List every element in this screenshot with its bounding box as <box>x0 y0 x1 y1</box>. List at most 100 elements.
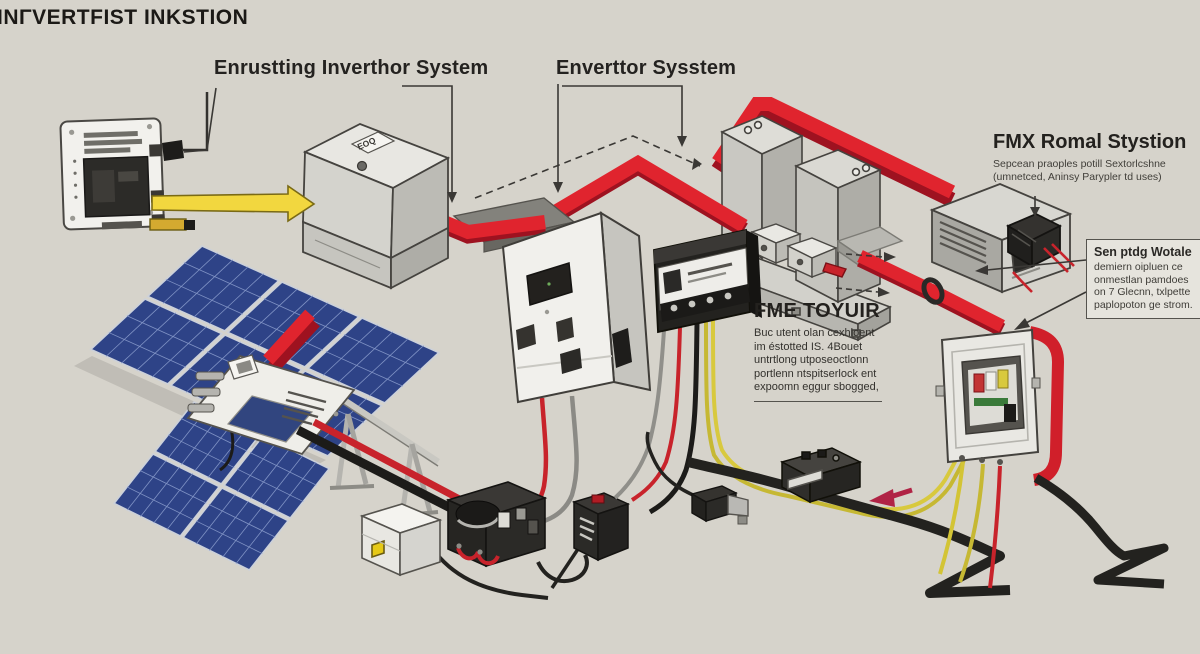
breaker-white <box>985 371 997 391</box>
sen-heading: Sen ptdg Wotale <box>1094 245 1192 259</box>
fme-line-4: portlenn ntspitserlock ent <box>754 367 877 380</box>
panel-grid-line <box>236 442 277 493</box>
ac-converter-unit <box>929 183 1075 294</box>
yellow-wire-1 <box>704 321 968 519</box>
terminal-blocks <box>750 223 904 279</box>
solar-panel <box>89 298 224 385</box>
plug-connector <box>645 431 749 525</box>
panel-grid-line <box>108 332 186 368</box>
grommet-ring <box>921 277 945 305</box>
jumper-wire-red <box>456 547 480 561</box>
charge-controller <box>653 228 762 334</box>
annotation-lines <box>183 84 1087 330</box>
main-ac-cable <box>686 457 1011 598</box>
panel-black-conduit <box>1033 474 1169 589</box>
panel-grid-line <box>121 312 176 364</box>
fmx-subline-2: (umnetced, Aninsy Parypler td uses) <box>993 171 1162 183</box>
system-label-center: Enverttor Sysstem <box>556 57 737 79</box>
panel-grid-line <box>193 266 249 318</box>
fme-note-block: FME TOYUIR Buc utent olan cexhloent im é… <box>754 300 904 402</box>
panel-grid-line <box>343 334 421 370</box>
dashed-arrow-2 <box>835 287 879 293</box>
panel-grid-line <box>209 273 264 325</box>
sen-line-2: onmestlan pamdoes <box>1094 273 1189 286</box>
fmx-subline-1: Sepcean praoples potill Sextorlcshne <box>993 158 1166 170</box>
panel-grid-line <box>353 338 409 390</box>
solar-panel <box>146 245 281 332</box>
dc-cable-red <box>312 418 484 515</box>
breaker-yellow <box>997 369 1009 389</box>
panel-grid-line <box>183 262 261 298</box>
panel-grid-line <box>276 461 317 512</box>
optimizer-red-cable <box>263 309 315 365</box>
red-bus-mid <box>541 154 748 237</box>
panel-grid-line <box>166 479 207 530</box>
panel-grid-line <box>289 309 344 361</box>
panel-grid-line <box>152 326 207 378</box>
switch-box <box>550 492 631 589</box>
panel-grid-line <box>236 468 304 502</box>
panel-grid-line <box>153 473 194 524</box>
battery-drum-unit <box>445 481 548 568</box>
breaker-panel <box>935 326 1169 589</box>
fme-heading: FME TOYUIR <box>754 300 880 322</box>
panel-grid-line <box>167 434 235 468</box>
combiner-junction-box: EOQ <box>302 123 451 290</box>
pointer-center-system-b <box>562 85 683 136</box>
fme-underline <box>754 400 882 402</box>
panel-grid-line <box>249 452 317 486</box>
fme-line-5: expoomn eggur sbogged, <box>754 381 879 393</box>
hook-cable <box>536 554 589 583</box>
panel-switch <box>1004 404 1016 422</box>
pointer-left-system-b <box>402 85 453 192</box>
panel-grid-line <box>250 448 290 499</box>
system-label-left: Enrustting Inverthor System <box>214 57 489 79</box>
fmx-label-block: FMX Romal Stystion Sepcean praoples poti… <box>993 131 1193 184</box>
panel-red-conduit <box>1028 326 1065 486</box>
dashed-arrow-1 <box>845 253 885 258</box>
monitor-signal-wire <box>182 92 209 152</box>
panel-grid-line <box>325 351 403 387</box>
panel-grid-line <box>140 466 180 517</box>
panel-grid-line <box>185 341 241 393</box>
yellow-arrow <box>149 184 316 231</box>
panel-grid-line <box>369 345 424 397</box>
panel-grid-line <box>242 288 298 340</box>
pointer-sen-b <box>1023 291 1087 325</box>
panel-grid-line <box>222 507 263 558</box>
inverter-side-connector <box>612 328 632 368</box>
sen-line-3: on 7 Glecnn, txlpette <box>1094 286 1191 298</box>
fme-line-1: Buc utent olan cexhloent <box>754 327 875 339</box>
utility-box <box>359 503 549 600</box>
dashed-flow-line <box>474 135 701 199</box>
panel-grid-line <box>235 513 276 564</box>
panel-grid-line <box>126 315 204 351</box>
panel-grid-line <box>165 279 243 315</box>
panel-grid-line <box>195 520 263 554</box>
panel-grid-line <box>263 455 304 506</box>
dc-cable-black <box>295 425 473 523</box>
jumper-wire-red <box>476 553 500 566</box>
panel-grid-line <box>338 331 393 383</box>
pointer-left-system-a <box>183 87 217 153</box>
page-title: INΓVERTFIST INKSTION <box>0 6 249 29</box>
inline-cable-connector <box>780 447 863 504</box>
panel-grid-line <box>207 427 248 478</box>
panel-grid-line <box>162 252 218 304</box>
panel-grid-line <box>178 259 233 311</box>
panel-grid-line <box>139 470 207 504</box>
panel-optimizer <box>186 309 356 472</box>
panel-grid-line <box>195 494 236 545</box>
sen-line-1: demiern oipluen ce <box>1094 261 1183 273</box>
monitoring-device <box>59 117 165 231</box>
pointer-sen-a <box>986 259 1087 271</box>
panel-grid-line <box>126 486 194 520</box>
monitor-top-plug <box>162 140 184 161</box>
inverter-dc-wire-gray <box>536 395 579 526</box>
fme-line-3: untrtlong utposeoctlonn <box>754 354 869 366</box>
panel-grid-line <box>209 500 249 551</box>
vent-grille <box>939 220 987 265</box>
red-bus-right <box>856 250 1006 337</box>
panel-grid-line <box>136 319 192 371</box>
